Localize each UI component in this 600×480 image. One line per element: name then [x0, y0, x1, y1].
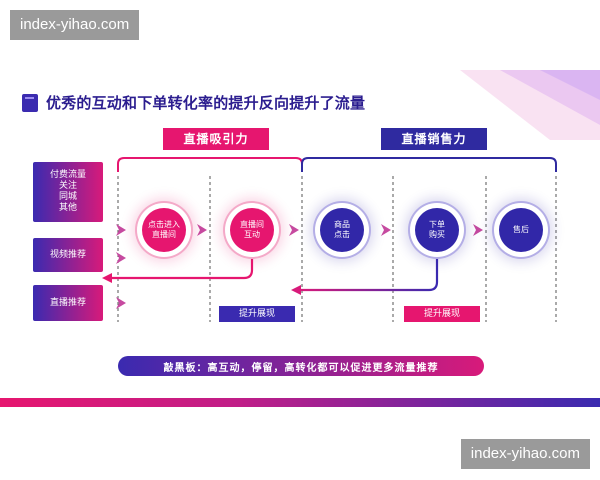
book-icon	[22, 93, 38, 112]
node-place-order: 下单 购买	[415, 208, 459, 252]
node-line: 直播间	[240, 220, 264, 229]
node-line: 售后	[513, 225, 529, 234]
chevron-4	[197, 224, 207, 236]
node-after-sales: 售后	[499, 208, 543, 252]
chevron-1	[116, 224, 126, 236]
source-live-recommend: 直播推荐	[33, 285, 103, 321]
node-line: 点击进入	[148, 220, 180, 229]
feedback-arrow-2	[300, 258, 439, 292]
chevron-6	[381, 224, 391, 236]
boost-exposure-tag-2: 提升展现	[404, 306, 480, 322]
node-line: 下单	[429, 220, 445, 229]
node-line: 商品	[334, 220, 350, 229]
source-line: 直播推荐	[49, 297, 86, 308]
stage-attraction-label: 直播吸引力	[163, 128, 269, 150]
title-row: 优秀的互动和下单转化率的提升反向提升了流量	[22, 92, 365, 113]
feedback-arrow-1	[110, 258, 254, 280]
node-product-click: 商品 点击	[320, 208, 364, 252]
chevron-3	[116, 297, 126, 309]
chevron-7	[473, 224, 483, 236]
chevron-2	[116, 252, 126, 264]
source-line: 关注	[58, 181, 77, 191]
takeaway-banner: 敲黑板：高互动，停留，高转化都可以促进更多流量推荐	[118, 356, 484, 376]
node-line: 购买	[429, 230, 445, 239]
source-line: 同城	[58, 192, 77, 202]
stage-sales-label: 直播销售力	[381, 128, 487, 150]
attraction-bracket	[117, 157, 303, 172]
page-title: 优秀的互动和下单转化率的提升反向提升了流量	[46, 94, 366, 112]
node-line: 互动	[244, 230, 260, 239]
chevron-5	[289, 224, 299, 236]
source-paid-traffic: 付费流量 关注 同城 其他	[33, 162, 103, 222]
source-line: 其他	[58, 203, 77, 213]
node-live-interaction: 直播间 互动	[230, 208, 274, 252]
boost-exposure-tag-1: 提升展现	[219, 306, 295, 322]
corner-decoration	[460, 70, 600, 140]
source-video-recommend: 视频推荐	[33, 238, 103, 272]
node-line: 直播间	[152, 230, 176, 239]
watermark-top: index-yihao.com	[10, 10, 140, 40]
source-line: 付费流量	[49, 170, 86, 180]
sales-bracket	[301, 157, 557, 172]
node-enter-live-room: 点击进入 直播间	[142, 208, 186, 252]
source-line: 视频推荐	[49, 249, 86, 260]
bottom-gradient-bar	[0, 398, 600, 407]
watermark-bottom: index-yihao.com	[460, 439, 590, 469]
node-line: 点击	[334, 230, 350, 239]
